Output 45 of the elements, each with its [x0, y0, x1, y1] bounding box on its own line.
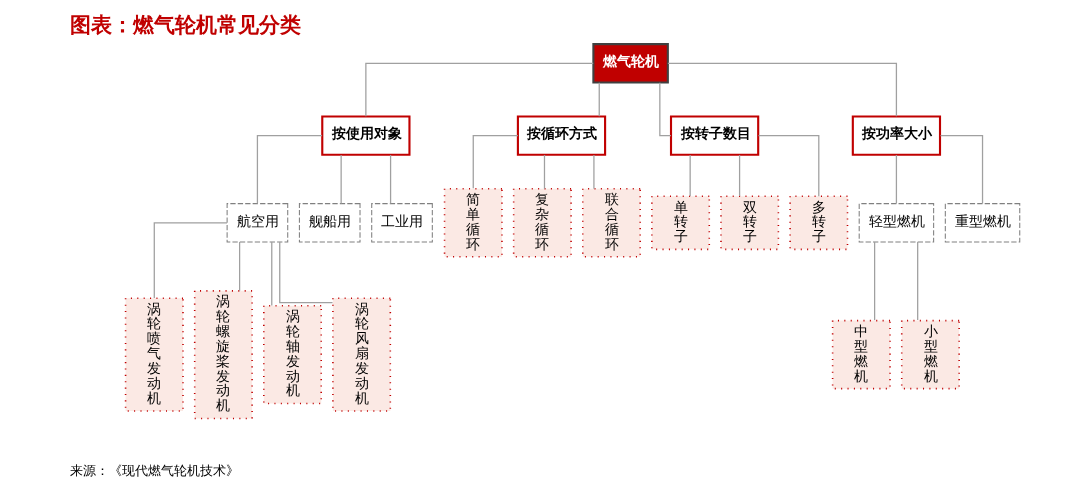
connector [256, 134, 323, 205]
connector [873, 241, 875, 321]
node-box: 联合循环 [581, 187, 641, 258]
node-box: 按使用对象 [320, 115, 411, 156]
caption: 来源：《现代燃气轮机技术》 [69, 462, 239, 478]
node-box: 按循环方式 [516, 115, 606, 156]
connector [689, 154, 691, 197]
connector [916, 241, 918, 321]
node-box: 航空用 [226, 203, 288, 243]
node-box: 涡轮喷气发动机 [124, 297, 184, 412]
connector [364, 62, 594, 117]
node-box: 重型燃机 [944, 203, 1020, 243]
connector [340, 154, 342, 205]
node-box: 小型燃机 [900, 319, 960, 390]
connector [278, 241, 333, 304]
node-box: 双转子 [719, 195, 779, 251]
node-box: 按功率大小 [851, 115, 941, 156]
node-box: 多转子 [788, 195, 848, 251]
connector [738, 154, 740, 197]
node-box: 简单循环 [443, 187, 503, 258]
diagram-title: 图表：燃气轮机常见分类 [69, 12, 301, 38]
connector [598, 82, 600, 117]
node-box: 中型燃机 [831, 319, 891, 390]
node-box: 复杂循环 [512, 187, 572, 258]
connector [757, 134, 819, 197]
connector [658, 82, 672, 137]
node-box: 轻型燃机 [858, 203, 934, 243]
connector [389, 154, 391, 205]
connector [666, 62, 897, 117]
node-box: 涡轮螺旋桨发动机 [193, 290, 253, 420]
connector [939, 134, 983, 205]
node-box: 工业用 [370, 203, 433, 243]
connector [153, 222, 228, 299]
connector [543, 154, 545, 190]
node-box: 单转子 [650, 195, 710, 251]
node-box: 舰船用 [298, 203, 361, 243]
connector [592, 154, 595, 190]
node-box: 涡轮风扇发动机 [331, 297, 391, 412]
connector [238, 241, 240, 292]
connector [895, 154, 897, 205]
connector [472, 134, 519, 189]
node-box: 涡轮轴发动机 [262, 304, 322, 405]
connector [270, 241, 272, 307]
node-box: 按转子数目 [669, 115, 759, 156]
node-box: 燃气轮机 [591, 43, 669, 84]
